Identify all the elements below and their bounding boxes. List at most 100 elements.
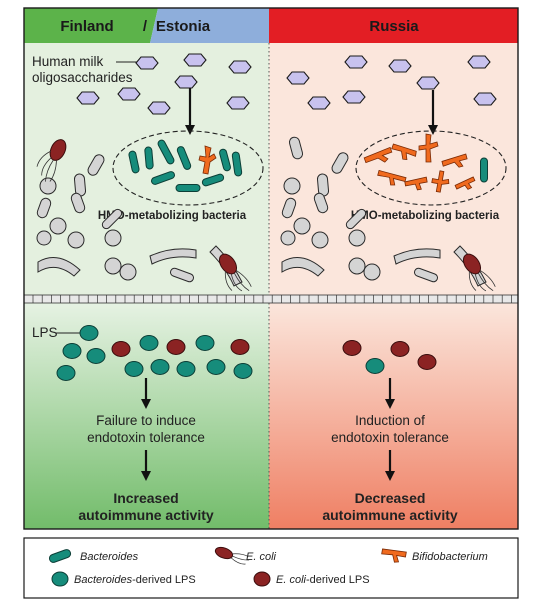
lps-molecule-icon — [86, 348, 106, 364]
finland-header — [24, 8, 158, 43]
ecoli-flagellated-icon — [462, 253, 496, 292]
right-outcome-line1: Induction of — [355, 413, 425, 428]
lps-molecule-icon — [176, 361, 196, 377]
bacteroides-rod-icon — [201, 173, 225, 187]
hmo-hexagon-icon — [342, 90, 366, 104]
left-result-line2: autoimmune activity — [78, 507, 214, 523]
header-estonia: Estonia — [156, 18, 211, 35]
hmo-hexagon-icon — [147, 101, 171, 115]
bacteroides-rod-icon — [219, 148, 231, 172]
lps-molecule-icon — [390, 341, 410, 357]
hmo-bacteria-cluster-left — [112, 130, 264, 206]
bifidobacterium-branched-icon — [198, 145, 217, 175]
lps-molecules-right — [342, 340, 437, 374]
ecoli-flagellated-icon — [214, 546, 250, 565]
hmo-hexagon-icon — [344, 55, 368, 69]
ecoli-flagellated-icon — [36, 139, 67, 182]
legend-bifido: Bifidobacterium — [412, 551, 488, 563]
hmo-bacteria-label-right: HMO-metabolizing bacteria — [351, 210, 500, 222]
hmo-hexagon-icon — [117, 87, 141, 101]
hmo-hexagon-icon — [416, 76, 440, 90]
header-finland: Finland — [60, 18, 113, 35]
legend-box — [23, 537, 519, 599]
lps-molecule-icon — [56, 365, 76, 381]
hmo-hexagon-icon — [226, 96, 250, 110]
legend-ecoli: E. coli — [246, 551, 277, 563]
hmo-hexagon-icon — [473, 92, 497, 106]
bacteroides-rod-icon — [176, 146, 192, 170]
lps-molecule-icon — [206, 359, 226, 375]
right-outcome-line2: endotoxin tolerance — [331, 430, 449, 445]
lps-molecule-icon — [342, 340, 362, 356]
left-result-line1: Increased — [113, 490, 178, 506]
bacteroides-rod-icon — [175, 184, 201, 192]
lps-molecule-icon — [79, 325, 99, 341]
header-slash: / — [143, 18, 148, 35]
legend-bacteroides-lps: Bacteroides-derived LPS — [74, 574, 196, 586]
bifidobacterium-branched-icon — [418, 133, 439, 163]
lps-molecule-icon — [230, 339, 250, 355]
lps-molecules-left — [56, 325, 253, 381]
bifidobacterium-branched-icon — [381, 548, 407, 563]
bacteroides-group-left — [128, 139, 243, 192]
hmo-hexagon-icon — [135, 56, 159, 70]
lps-molecule-icon — [166, 339, 186, 355]
right-result-line2: autoimmune activity — [322, 507, 458, 523]
hmo-label-line1: Human milk — [32, 54, 104, 69]
lps-molecule-icon — [365, 358, 385, 374]
bacteroides-rod-icon — [128, 150, 140, 174]
legend-bacteroides: Bacteroides — [80, 551, 139, 563]
epithelium-band — [23, 294, 519, 304]
lps-label: LPS — [32, 325, 58, 340]
left-outcome-line1: Failure to induce — [96, 413, 196, 428]
bacteroides-rod-icon — [144, 146, 154, 170]
legend-ecoli-lps: E. coli-derived LPS — [276, 574, 370, 586]
hmo-hexagon-icon — [388, 59, 412, 73]
bifidobacterium-group-right — [363, 133, 488, 193]
bifidobacterium-branched-icon — [391, 143, 417, 161]
bifidobacterium-branched-icon — [454, 176, 476, 190]
lps-molecule-icon — [150, 359, 170, 375]
figure-border — [23, 7, 519, 530]
bacteroides-rod-icon — [480, 157, 488, 183]
estonia-header — [150, 8, 269, 43]
right-result-line1: Decreased — [355, 490, 426, 506]
hmo-hexagon-icon — [467, 55, 491, 69]
lps-molecule-icon — [139, 335, 159, 351]
bifidobacterium-branched-icon — [363, 146, 393, 164]
ecoli-flagellated-icon — [218, 253, 252, 292]
hmo-hexagon-icon — [286, 71, 310, 85]
lps-molecule-icon — [124, 361, 144, 377]
hmo-hexagon-icon — [183, 53, 207, 67]
legend: Bacteroides E. coli Bifidobacterium Bact… — [23, 537, 519, 599]
right-lower-panel — [269, 303, 518, 529]
lps-molecule-icon — [51, 571, 69, 587]
bifidobacterium-branched-icon — [441, 153, 468, 168]
header-russia: Russia — [369, 18, 419, 35]
lps-molecule-icon — [195, 335, 215, 351]
bifidobacterium-branched-icon — [377, 169, 407, 186]
lps-molecule-icon — [233, 363, 253, 379]
hmo-bacteria-cluster-right — [355, 130, 507, 206]
lps-molecule-icon — [253, 571, 271, 587]
left-outcome-line2: endotoxin tolerance — [87, 430, 205, 445]
bifidobacterium-branched-icon — [431, 170, 450, 193]
bacteroides-rod-icon — [151, 171, 175, 185]
commensal-bacteria-left — [36, 154, 243, 287]
hmo-hexagon-icon — [76, 91, 100, 105]
lps-molecule-icon — [62, 343, 82, 359]
bacteroides-rod-icon — [231, 151, 243, 177]
hmo-hexagon-icon — [228, 60, 252, 74]
hmo-hexagon-icon — [174, 75, 198, 89]
russia-header — [269, 8, 518, 43]
bacteroides-rod-icon — [157, 139, 175, 165]
hmo-hexagon-icon — [307, 96, 331, 110]
bacteroides-rod-icon — [48, 549, 72, 563]
hmo-label-line2: oligosaccharides — [32, 70, 133, 85]
right-upper-panel — [269, 43, 518, 295]
hmo-bacteria-label-left: HMO-metabolizing bacteria — [98, 210, 247, 222]
lps-molecule-icon — [417, 354, 437, 370]
lps-molecule-icon — [111, 341, 131, 357]
bifidobacterium-branched-icon — [404, 176, 428, 191]
